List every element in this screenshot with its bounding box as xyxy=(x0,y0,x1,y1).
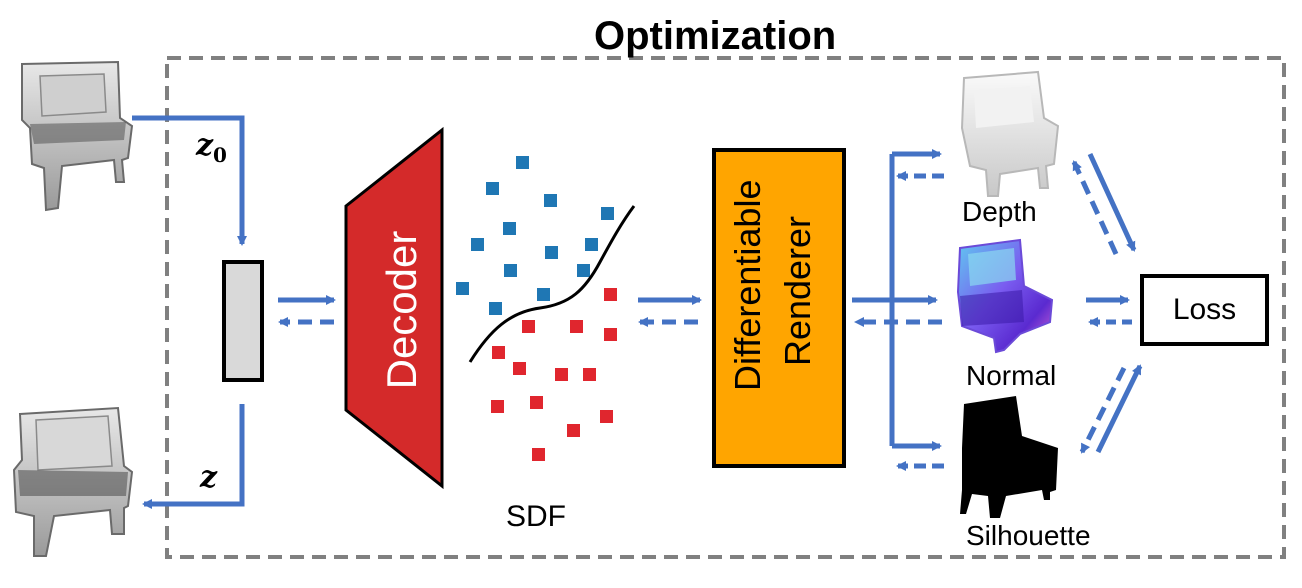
z0-input-arrow xyxy=(132,115,247,246)
normal-label: Normal xyxy=(966,360,1057,391)
sdf-points-inside xyxy=(491,288,617,461)
optimization-frame xyxy=(165,56,1286,559)
renderer-label-line1: Differentiable xyxy=(727,179,768,391)
normal-map-image xyxy=(956,238,1054,354)
silhouette-label: Silhouette xyxy=(966,520,1091,551)
sdf-surface-curve xyxy=(468,205,636,363)
silhouette-to-loss-arrow xyxy=(1095,364,1143,454)
optimization-title: Optimization xyxy=(594,14,837,58)
latent-initial-symbol: z xyxy=(196,128,214,163)
depth-map-image xyxy=(960,70,1060,197)
depth-to-loss-arrow xyxy=(1087,152,1137,252)
renderer-label-line2: Renderer xyxy=(777,215,818,367)
latent-initial-label: z0 xyxy=(196,128,227,167)
silhouette-image xyxy=(960,396,1058,518)
loss-to-silhouette-arrow xyxy=(1079,366,1127,454)
loss-box: Loss xyxy=(1140,274,1269,346)
input-chair-image xyxy=(21,60,134,212)
z-output-arrow xyxy=(142,404,245,509)
decoder-label: Decoder xyxy=(378,230,425,390)
latent-code-box xyxy=(222,260,264,382)
depth-label: Depth xyxy=(962,196,1037,227)
latent-initial-subscript: 0 xyxy=(213,143,227,167)
output-chair-image xyxy=(12,406,134,557)
loss-label: Loss xyxy=(1172,293,1237,326)
latent-final-label: z xyxy=(200,460,218,495)
decoder-block xyxy=(344,126,444,490)
sdf-points-outside xyxy=(456,156,614,315)
sdf-label: SDF xyxy=(506,500,566,533)
loss-to-depth-arrow xyxy=(1071,160,1119,256)
differentiable-renderer-block xyxy=(712,148,846,468)
